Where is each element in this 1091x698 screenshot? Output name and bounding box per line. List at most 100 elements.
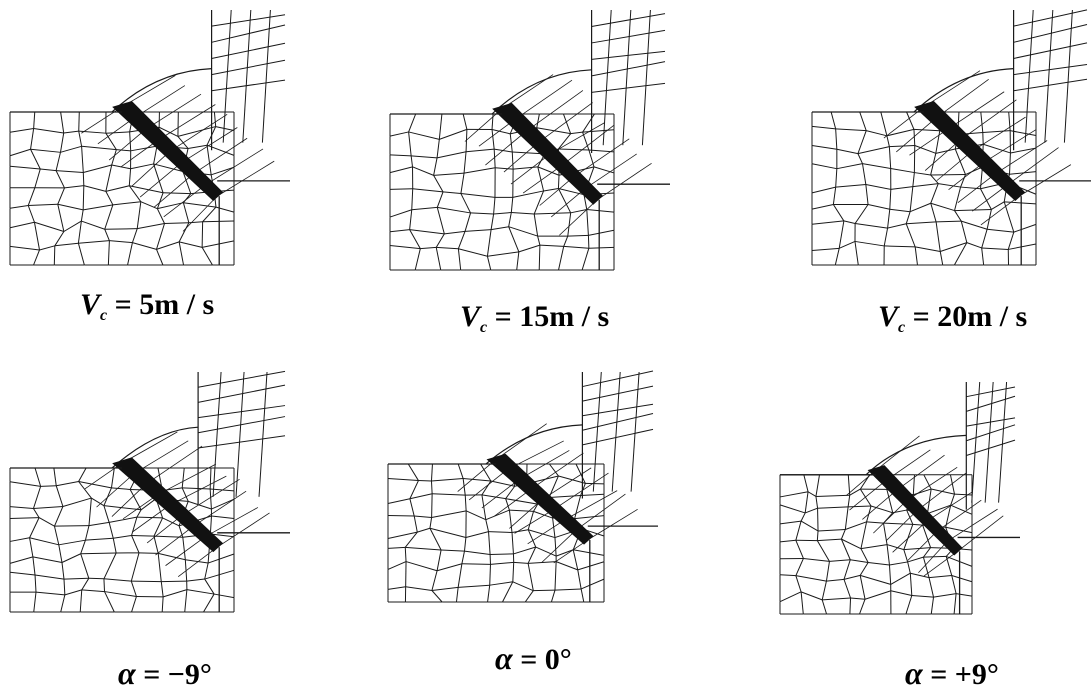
shear-fan-line [907, 530, 938, 561]
workpiece-mesh-line [913, 129, 916, 146]
workpiece-mesh-line [34, 221, 65, 232]
workpiece-mesh-line [409, 209, 413, 230]
chip-mesh-line [198, 416, 286, 434]
workpiece-mesh-line [980, 111, 984, 133]
workpiece-mesh-line [153, 517, 164, 537]
workpiece-mesh-line [411, 206, 438, 211]
shear-fan-line [549, 122, 606, 155]
workpiece-mesh-line [795, 558, 804, 576]
workpiece-mesh-line [9, 221, 35, 229]
workpiece-mesh-line [55, 152, 61, 171]
workpiece-mesh-line [949, 474, 955, 495]
workpiece-mesh-line [954, 186, 962, 211]
workpiece-mesh-line [850, 559, 869, 564]
caption-vc20: Vc = 20m / s [878, 300, 1028, 336]
workpiece-mesh-line [404, 531, 418, 548]
chip-mesh-line [966, 424, 1016, 442]
shear-fan-line [596, 162, 652, 201]
workpiece-mesh-line [389, 188, 413, 190]
workpiece-mesh-line [883, 522, 913, 525]
workpiece-mesh-line [558, 246, 565, 271]
shear-fan-line [522, 165, 562, 194]
shear-fan-line [177, 546, 218, 577]
workpiece-mesh-line [129, 489, 142, 511]
workpiece-mesh-line [107, 240, 110, 266]
workpiece-mesh-line [457, 248, 462, 271]
workpiece-mesh-line [548, 463, 559, 477]
workpiece-mesh-line [880, 111, 888, 136]
workpiece-mesh-line [64, 589, 82, 596]
workpiece-mesh-line [886, 544, 904, 551]
workpiece-mesh-line [816, 530, 819, 541]
workpiece-mesh-line [909, 573, 913, 596]
shear-fan-line [122, 494, 158, 520]
workpiece-mesh-line [131, 517, 138, 536]
chip-mesh-line [591, 82, 666, 93]
workpiece-mesh-line [550, 590, 556, 603]
workpiece-mesh-line [83, 204, 113, 211]
shear-fan-line [146, 515, 182, 544]
shear-fan-line [559, 199, 598, 236]
workpiece-mesh-line [32, 556, 36, 576]
workpiece-mesh-line [843, 579, 852, 599]
workpiece-mesh-line [1003, 201, 1015, 233]
workpiece-mesh-line [779, 574, 796, 577]
workpiece-mesh-line [430, 463, 433, 481]
mesh-panel-am9 [9, 370, 290, 613]
workpiece-mesh-line [465, 229, 492, 232]
chip-mesh-line [611, 371, 621, 492]
shear-fan-line [495, 423, 547, 460]
workpiece-mesh-line [811, 125, 836, 130]
shear-fan-line [155, 525, 194, 556]
workpiece-mesh-line [78, 481, 92, 499]
workpiece-mesh-line [859, 575, 866, 600]
workpiece-mesh-line [54, 242, 79, 247]
workpiece-mesh-line [940, 242, 967, 252]
chip-mesh-line [211, 79, 286, 92]
workpiece-mesh-line [960, 220, 968, 243]
workpiece-mesh-line [389, 154, 412, 157]
shear-fan-line [906, 466, 958, 501]
workpiece-mesh-line [183, 202, 217, 208]
chip-mesh-line [1013, 23, 1088, 43]
workpiece-mesh-line [835, 128, 867, 132]
workpiece-mesh-line [213, 111, 217, 127]
workpiece-mesh-line [63, 577, 89, 580]
workpiece-mesh-line [508, 212, 512, 227]
workpiece-mesh-line [63, 220, 82, 232]
workpiece-mesh-line [537, 166, 545, 192]
shear-fan-line [541, 529, 577, 563]
workpiece-mesh-line [436, 563, 463, 572]
workpiece-mesh-line [109, 516, 138, 523]
workpiece-mesh-line [849, 488, 861, 496]
shear-fan-line [539, 176, 574, 206]
workpiece-mesh-line [930, 153, 937, 176]
shear-fan-line [181, 478, 240, 517]
workpiece-mesh-line [32, 486, 42, 509]
workpiece-mesh-line [537, 166, 560, 176]
workpiece-mesh-line [533, 503, 539, 512]
workpiece-mesh-line [188, 221, 203, 224]
workpiece-mesh-line [886, 128, 915, 137]
workpiece-mesh-line [914, 145, 936, 154]
workpiece-mesh-line [156, 192, 164, 209]
workpiece-mesh-line [136, 509, 142, 518]
workpiece-mesh-line [495, 167, 514, 170]
shear-fan-line [139, 162, 182, 198]
workpiece-mesh-line [505, 498, 510, 511]
workpiece-mesh-line [800, 512, 806, 522]
shear-fan-line [936, 151, 972, 181]
workpiece-mesh-line [887, 223, 907, 229]
workpiece-mesh-line [78, 481, 112, 489]
workpiece-mesh-line [838, 220, 845, 249]
workpiece-mesh-line [866, 521, 884, 524]
shear-band [867, 465, 963, 556]
workpiece-mesh-line [508, 226, 538, 237]
workpiece-mesh-line [923, 555, 947, 558]
workpiece-mesh-line [859, 599, 866, 615]
shear-fan-line [182, 195, 218, 232]
workpiece-mesh-line [81, 589, 105, 593]
caption-vc15: Vc = 15m / s [460, 300, 610, 336]
workpiece-mesh-line [913, 128, 940, 132]
workpiece-mesh-line [188, 500, 212, 510]
